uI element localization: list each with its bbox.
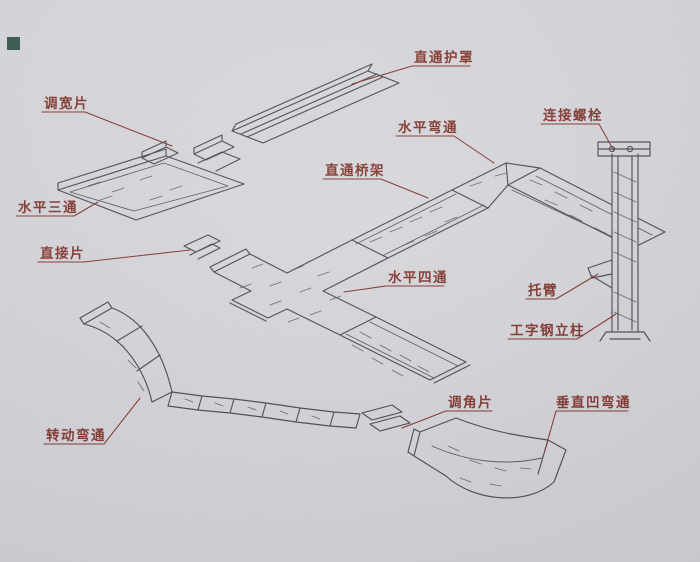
leader-connecting-piece (37, 249, 191, 263)
label-bracket-arm: 托臂 (528, 282, 558, 298)
vertical-concave-bend-rim (431, 445, 543, 463)
horizontal-tee-rails (69, 162, 229, 212)
leader-connecting-bolt (540, 123, 615, 152)
leader-horizontal-bend (395, 135, 495, 164)
part-link-chain (167, 391, 361, 429)
straight-bridge-shape (351, 189, 489, 259)
leader-horizontal-cross (343, 285, 445, 293)
leader-width-adjust (41, 111, 173, 147)
ibeam-column-face (612, 154, 638, 332)
ibeam-column-shape (597, 141, 651, 342)
part-rotating-bend (79, 301, 173, 403)
hatch-marks (87, 172, 608, 487)
connecting-bolt-right (626, 145, 634, 153)
part-ibeam-column (597, 141, 651, 342)
leader-rotating-bend (43, 397, 141, 445)
leader-lines (15, 65, 629, 451)
label-width-adjust-piece: 调宽片 (44, 95, 89, 111)
leader-angle-adjust (401, 410, 493, 429)
straight-cover-shape (231, 63, 400, 144)
part-straight-cover (231, 63, 400, 144)
part-angle-adjust-pieces (361, 404, 411, 432)
horizontal-bend-shape (451, 162, 666, 249)
label-straight-cover: 直通护罩 (414, 49, 474, 65)
label-horizontal-cross: 水平四通 (388, 269, 448, 285)
vertical-concave-bend-shape (407, 417, 567, 499)
label-horizontal-tee: 水平三通 (18, 199, 78, 215)
width-adjust-shape (141, 134, 235, 165)
part-horizontal-bend (451, 162, 666, 249)
label-horizontal-bend: 水平弯通 (398, 119, 458, 135)
label-straight-bridge: 直通桥架 (325, 162, 385, 178)
rotating-bend-shape (79, 301, 173, 403)
leader-straight-cover (351, 65, 471, 85)
label-connecting-bolt: 连接螺栓 (543, 107, 603, 123)
label-rotating-bend: 转动弯通 (46, 427, 106, 443)
branch-tray-shape (339, 316, 471, 384)
branch-tray-rails (345, 321, 459, 379)
part-connecting-piece (183, 234, 221, 260)
straight-bridge-rails (355, 193, 485, 256)
label-angle-adjust-piece: 调角片 (448, 394, 493, 410)
part-horizontal-tee (57, 148, 245, 221)
leader-horizontal-tee (15, 201, 99, 217)
leader-straight-bridge (322, 178, 429, 199)
label-connecting-piece: 直接片 (40, 245, 85, 261)
cable-tray-drawing (57, 63, 666, 499)
label-vertical-concave-bend: 垂直凹弯通 (556, 394, 631, 410)
part-vertical-concave-bend (407, 417, 567, 499)
link-chain-shape (167, 391, 361, 429)
ibeam-column-hatch (613, 171, 637, 323)
part-width-adjust-pieces (141, 134, 235, 165)
leader-ibeam-column (507, 313, 617, 340)
leader-bracket-arm (525, 273, 599, 300)
part-straight-bridge (351, 189, 489, 259)
corner-mark (7, 37, 20, 50)
part-branch-tray (339, 316, 471, 384)
angle-adjust-shape (361, 404, 411, 432)
label-ibeam-column: 工字钢立柱 (510, 322, 585, 338)
labels: 直通护罩 调宽片 水平弯通 连接螺栓 水平三通 直通桥架 直接片 水平四通 托臂… (18, 49, 631, 443)
leader-vertical-concave-bend (544, 410, 629, 451)
horizontal-tee-shape (57, 148, 245, 221)
connecting-piece-shape (183, 234, 221, 260)
